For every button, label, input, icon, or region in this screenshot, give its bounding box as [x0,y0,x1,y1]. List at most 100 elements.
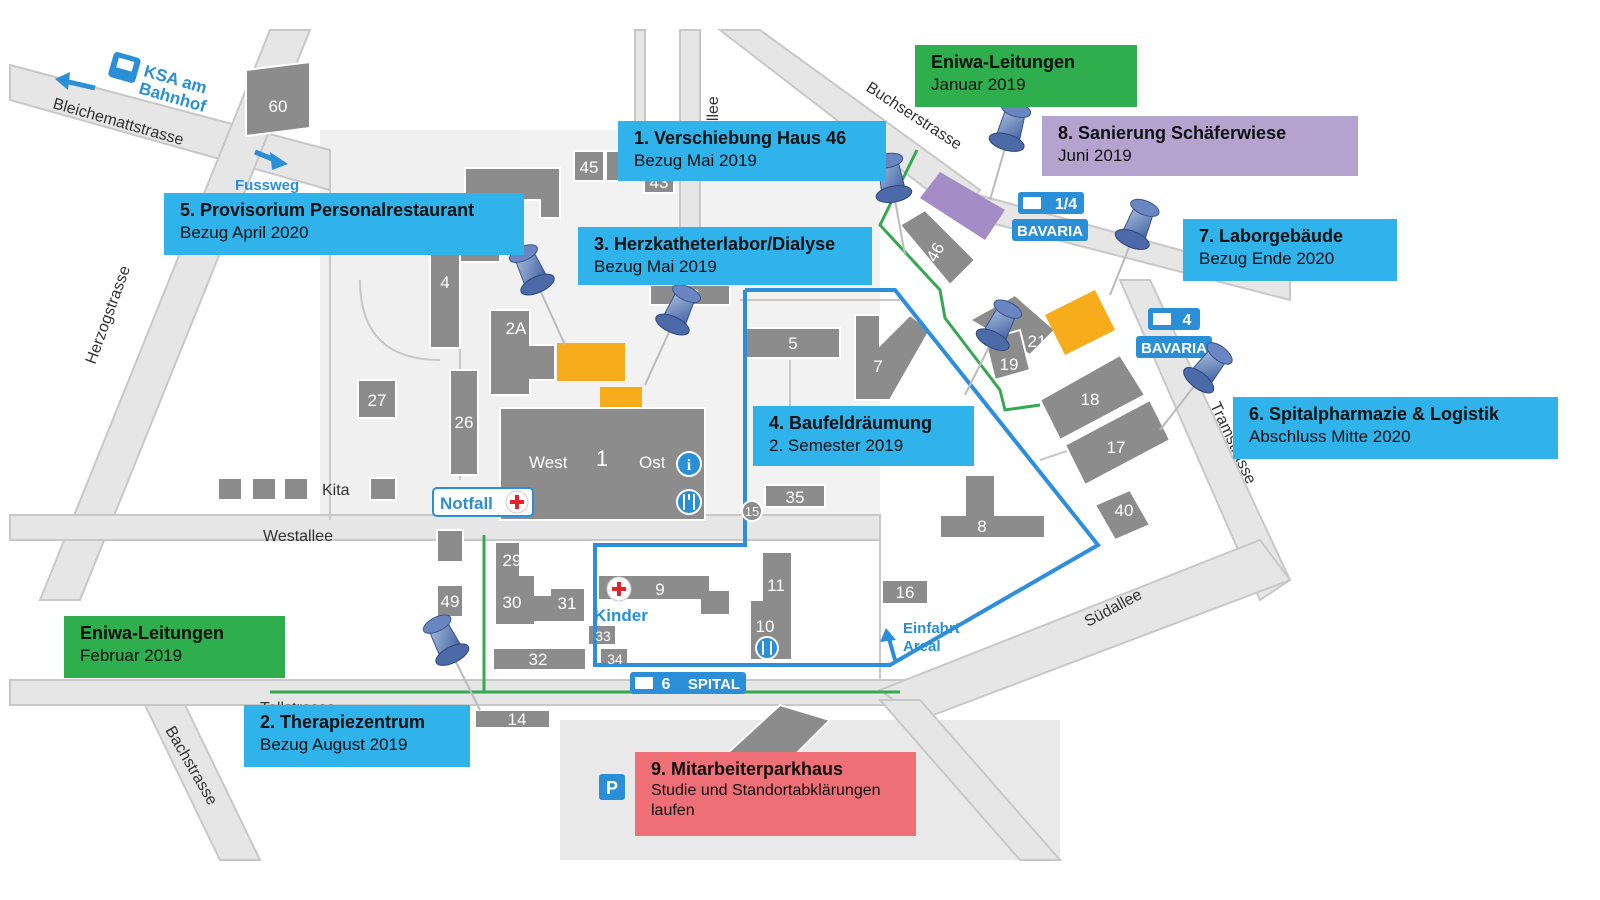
pushpin-herzkatheter-icon [644,284,702,386]
building-9: 9 [655,580,664,599]
svg-text:BAVARIA: BAVARIA [1017,223,1083,240]
restaurant-icon-10 [755,636,779,660]
callout-title: 8. Sanierung Schäferwiese [1058,123,1287,143]
svg-text:4: 4 [1183,312,1192,329]
building-4: 4 [440,273,449,292]
pushpin-therapiezentrum-icon [422,614,481,711]
purple-area-schaeferwiese [920,172,1005,240]
orange-area-small [600,387,642,407]
callout-title: 2. Therapiezentrum [260,712,426,732]
parking-icon: P [599,774,625,800]
arrow-left-head [55,72,70,90]
svg-text:P: P [606,778,618,798]
building-60: 60 [269,97,288,116]
callout-title: 6. Spitalpharmazie & Logistik [1249,404,1500,424]
svg-text:1/4: 1/4 [1055,196,1077,213]
building-2a: 2A [506,319,527,338]
bus-icon-4 [1153,313,1171,325]
callout-title: 4. Baufeldräumung [769,413,933,433]
building-21: 21 [1028,332,1047,351]
einfahrt-arrow-head [880,628,896,642]
building-15: 15 [745,504,759,519]
callout-subtitle: Februar 2019 [80,646,183,665]
label-west: West [529,453,568,472]
callout-subtitle: 2. Semester 2019 [769,436,904,455]
bus-stop-spital-6: 6 SPITAL [630,672,746,694]
building-35: 35 [786,488,805,507]
pushpins [422,101,1233,711]
building-30: 30 [503,593,522,612]
building-32: 32 [529,650,548,669]
building-29: 29 [503,551,522,570]
notfall-label: Notfall [440,494,493,513]
callout-baufeldraeumung: 4. Baufeldräumung 2. Semester 2019 [753,406,974,466]
pushpin-spitalpharmazie-icon [1159,342,1233,431]
callout-spitalpharmazie-logistik: 6. Spitalpharmazie & Logistik Abschluss … [1233,397,1558,459]
svg-text:SPITAL: SPITAL [688,676,740,693]
building-1: 1 [596,446,608,471]
building-33: 33 [595,628,611,644]
building-49: 49 [441,592,460,611]
building-26: 26 [455,413,474,432]
callout-provisorium-personalrestaurant: 5. Provisorium Personalrestaurant Bezug … [164,193,524,255]
label-ost: Ost [639,453,666,472]
building-7: 7 [873,357,882,376]
callout-subtitle: Juni 2019 [1058,146,1132,165]
bus-icon-6 [635,677,653,689]
restaurant-icon [676,489,702,515]
einfahrt-line1: Einfahrt [903,620,960,637]
arrow-right-head [270,152,288,170]
einfahrt-line2: Areal [903,638,941,655]
orange-area-labor [1045,290,1115,355]
info-icon: i [676,451,702,477]
callout-mitarbeiterparkhaus: 9. Mitarbeiterparkhaus Studie und Stando… [635,752,916,836]
callout-eniwa-februar: Eniwa-Leitungen Februar 2019 [64,616,285,678]
callout-herzkatheterlabor: 3. Herzkatheterlabor/Dialyse Bezug Mai 2… [578,227,872,285]
eniwa-pipes [270,149,1041,694]
svg-text:i: i [687,457,692,474]
callout-subtitle: Studie und Standortabklärungen laufen [651,782,881,819]
street-westallee: Westallee [263,528,333,545]
building-11: 11 [767,576,785,595]
callout-title: 5. Provisorium Personalrestaurant [180,200,475,220]
notfall-badge: Notfall [432,487,534,517]
bus-stop-bavaria-4: 4 BAVARIA [1136,308,1212,358]
callout-subtitle: Bezug August 2019 [260,735,408,754]
callout-title: 7. Laborgebäude [1199,226,1344,246]
building-18: 18 [1081,390,1100,409]
buildings [217,60,1172,761]
callout-verschiebung-haus-46: 1. Verschiebung Haus 46 Bezug Mai 2019 [618,121,886,181]
red-cross-icon [510,495,524,509]
svg-text:BAVARIA: BAVARIA [1141,340,1207,357]
fussweg-label: Fussweg [235,177,299,194]
callout-title: 1. Verschiebung Haus 46 [634,128,847,148]
callout-subtitle: Bezug Mai 2019 [634,151,757,170]
callout-title: Eniwa-Leitungen [931,52,1075,72]
callout-subtitle: Abschluss Mitte 2020 [1249,427,1411,446]
building-40: 40 [1115,501,1134,520]
callout-subtitle: Bezug April 2020 [180,223,309,242]
callout-therapiezentrum: 2. Therapiezentrum Bezug August 2019 [244,705,470,767]
callout-title: 3. Herzkatheterlabor/Dialyse [594,234,836,254]
kinder-badge: Kinder [594,576,648,625]
label-kita: Kita [322,482,350,499]
kinder-label: Kinder [594,606,648,625]
bus-icon [1023,197,1041,209]
bus-stop-bavaria-14: 1/4 BAVARIA [1012,192,1088,241]
building-15-circle [741,500,763,522]
building-27: 27 [368,391,387,410]
pushpin-baufeld-icon [964,299,1023,396]
building-45: 45 [580,158,599,177]
callout-subtitle: Januar 2019 [931,75,1026,94]
callout-laborgebaeude: 7. Laborgebäude Bezug Ende 2020 [1183,219,1397,281]
callout-title: Eniwa-Leitungen [80,623,224,643]
building-5: 5 [788,334,797,353]
building-19: 19 [1000,355,1019,374]
building-10: 10 [756,617,775,636]
callout-sanierung-schaeferwiese: 8. Sanierung Schäferwiese Juni 2019 [1042,116,1358,176]
orange-area-herzkatheter [557,343,625,381]
baufeld-route [593,288,1102,667]
project-areas [557,172,1115,407]
callout-subtitle: Bezug Ende 2020 [1199,249,1335,268]
building-14: 14 [508,710,527,729]
